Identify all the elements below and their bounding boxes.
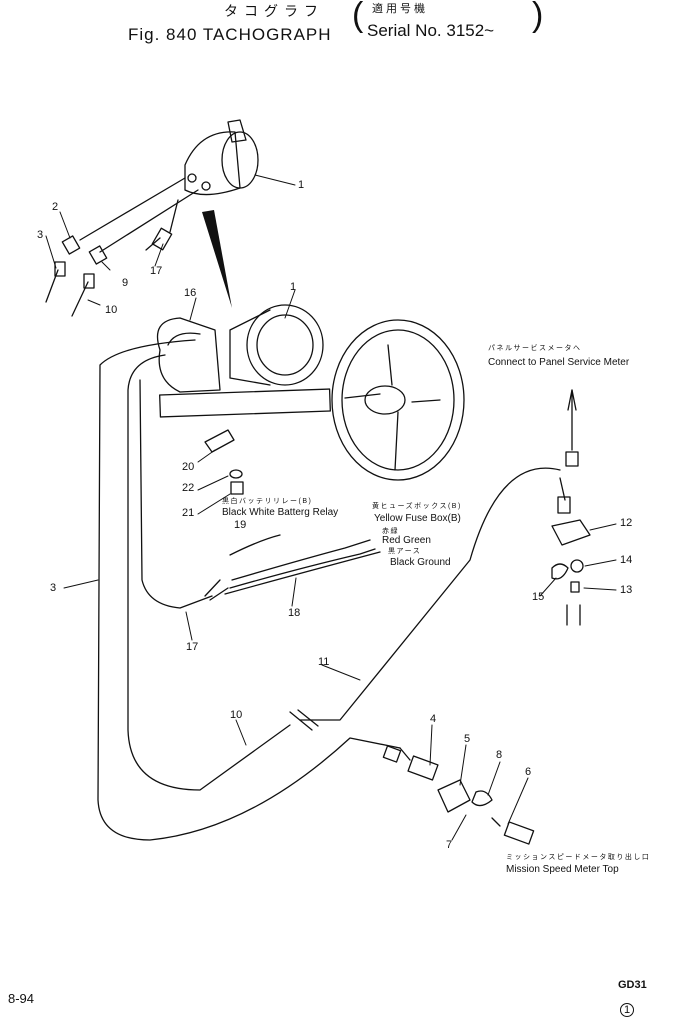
cables-top-left <box>45 177 199 317</box>
part-number: 12 <box>620 517 633 529</box>
open-paren: ( <box>352 0 364 34</box>
part-number: 4 <box>430 713 437 725</box>
part-number: 17 <box>150 265 163 277</box>
part-number: 18 <box>288 607 301 619</box>
part-number: 3 <box>37 229 44 241</box>
tachograph-upper <box>184 119 259 196</box>
part-number: 22 <box>182 482 195 494</box>
part-number: 11 <box>318 656 330 668</box>
explode-arrow <box>202 210 232 308</box>
serial-japanese: 適用号機 <box>372 3 428 15</box>
part-number: 8 <box>496 749 503 761</box>
part-number: 10 <box>230 709 243 721</box>
callout-mission-speed-jp: ミッションスピードメータ取り出し口 <box>506 854 651 861</box>
part-number: 7 <box>446 839 453 851</box>
callout-black-ground-jp: 黒アース <box>388 548 422 555</box>
right-assembly <box>551 389 591 626</box>
title-japanese: タコグラフ <box>224 3 324 19</box>
part-number: 3 <box>50 582 57 594</box>
tachograph-mounted <box>156 304 331 418</box>
steering-wheel <box>331 319 465 481</box>
callout-black-ground: Black Ground <box>390 557 451 568</box>
cable-3 <box>97 339 401 841</box>
part-number: 5 <box>464 733 471 745</box>
callout-battery-relay: Black White Batterg Relay <box>222 507 339 518</box>
leader-lines <box>45 174 617 841</box>
part-number: 9 <box>122 277 129 289</box>
serial-number: Serial No. 3152~ <box>367 21 495 40</box>
callout-fuse-box: Yellow Fuse Box(B) <box>374 513 461 524</box>
part-number: 13 <box>620 584 633 596</box>
callout-panel-service: Connect to Panel Service Meter <box>488 357 630 368</box>
part-number: 10 <box>105 304 118 316</box>
callout-red-green-jp: 赤緑 <box>382 528 399 535</box>
part-number: 21 <box>182 507 195 519</box>
part-number: 6 <box>525 766 532 778</box>
relay-parts <box>204 429 244 495</box>
part-number: 1 <box>298 179 305 191</box>
close-paren: ) <box>532 0 544 34</box>
cable-10 <box>127 354 291 791</box>
callout-mission-speed: Mission Speed Meter Top <box>506 864 619 875</box>
bottom-assembly <box>382 745 535 845</box>
part-number: 14 <box>620 554 633 566</box>
model-code: GD31 <box>618 979 647 991</box>
figure-title: Fig. 840 TACHOGRAPH <box>128 25 332 44</box>
callout-panel-service-jp: パネルサービスメータへ <box>488 345 582 352</box>
part-number: 19 <box>234 519 247 531</box>
part-number: 15 <box>532 591 545 603</box>
part-number: 17 <box>186 641 199 653</box>
revision-badge: 1 <box>620 1003 634 1017</box>
part-number: 16 <box>184 287 197 299</box>
harness <box>204 534 381 601</box>
cable-17 <box>139 379 213 609</box>
part-number: 1 <box>290 281 297 293</box>
page-number: 8-94 <box>8 991 35 1006</box>
callout-battery-relay-jp: 黒白バッテリリレー(B) <box>222 498 313 505</box>
cable-11 <box>299 467 561 721</box>
part-number: 2 <box>52 201 59 213</box>
callout-fuse-box-jp: 黄ヒューズボックス(B) <box>372 503 462 510</box>
part-number: 20 <box>182 461 195 473</box>
callout-red-green: Red Green <box>382 535 431 546</box>
